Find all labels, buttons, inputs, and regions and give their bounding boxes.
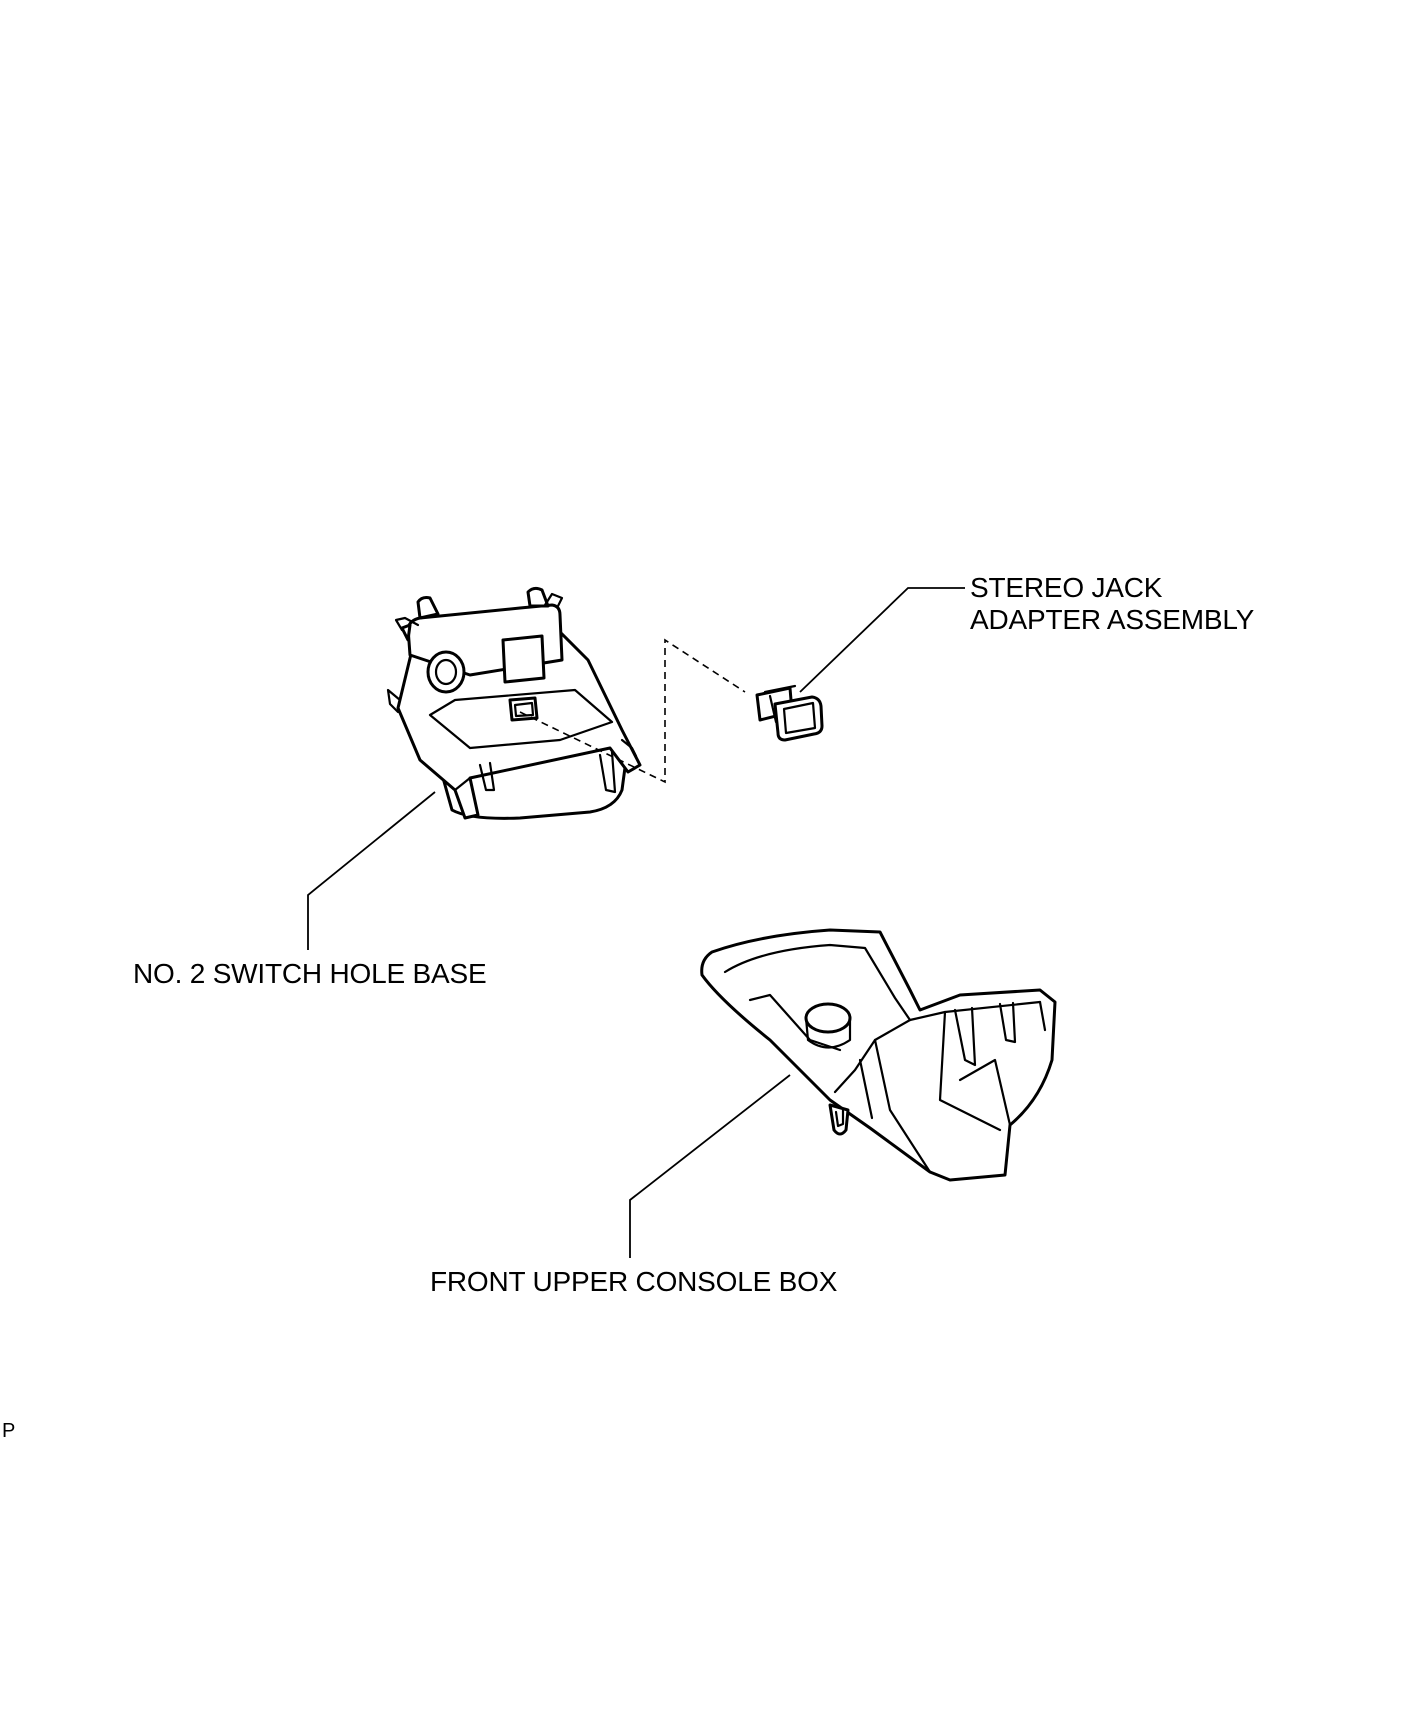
switch-hole-base-label: NO. 2 SWITCH HOLE BASE <box>133 958 487 989</box>
front-upper-console-box-part <box>700 928 1057 1182</box>
corner-mark: P <box>2 1420 16 1442</box>
console-box-label: FRONT UPPER CONSOLE BOX <box>430 1266 838 1297</box>
switch-hole-base-leader-line <box>307 791 436 950</box>
stereo-jack-label-line1: STEREO JACK <box>970 572 1163 603</box>
console-box-leader-line <box>629 1074 791 1258</box>
stereo-jack-adapter-part <box>755 684 824 742</box>
stereo-jack-leader-line <box>799 587 965 693</box>
stereo-jack-label-line2: ADAPTER ASSEMBLY <box>970 604 1255 635</box>
switch-hole-base-part <box>386 586 642 820</box>
alignment-dashed-line <box>519 638 746 784</box>
